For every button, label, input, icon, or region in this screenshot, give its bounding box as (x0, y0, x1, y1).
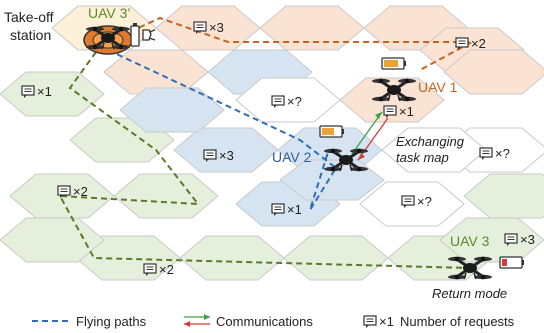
request-badge: ×2 (143, 262, 174, 277)
hex-green-7 (179, 235, 285, 281)
labels: Take-off station UAV 3’ UAV 1 UAV 2 Exch… (4, 5, 507, 301)
comm-arrow-red (357, 117, 389, 161)
svg-text:×2: ×2 (73, 184, 88, 199)
hex-orange-6 (339, 77, 445, 123)
svg-text:×3: ×3 (209, 20, 224, 35)
request-badge: ×2 (57, 184, 88, 199)
request-badge: ×2 (455, 36, 486, 51)
request-badge: ×1 (383, 104, 414, 119)
uav3-label: UAV 3 (450, 233, 490, 249)
request-badge: ×? (479, 146, 510, 161)
request-badge: ×1 (271, 202, 302, 217)
svg-text:×?: ×? (287, 94, 302, 109)
uav1-label: UAV 1 (418, 79, 458, 95)
request-badge: ×3 (203, 148, 234, 163)
request-badge: ×1 (21, 84, 52, 99)
svg-text:×?: ×? (495, 146, 510, 161)
legend-requests-label: Number of requests (400, 314, 515, 329)
flying-paths (58, 16, 473, 269)
takeoff-station (83, 23, 156, 55)
hex-orange-1 (155, 5, 261, 51)
hex-green-4 (113, 173, 219, 219)
plug-icon (142, 29, 156, 41)
green-flying-path (58, 51, 471, 269)
legend-requests-count: ×1 (379, 314, 394, 329)
uav2-label: UAV 2 (272, 149, 312, 165)
exchanging-label: Exchanging (396, 134, 465, 149)
request-badges: ×3 ×2 ×1 ×? ×1 ×? ×3 ×1 ×? ×2 ×2 ×3 (21, 20, 535, 277)
hex-blue-4 (119, 87, 225, 133)
battery-icon (130, 25, 140, 47)
takeoff-label: Take-off (4, 9, 54, 25)
request-badge: ×3 (193, 20, 224, 35)
task-map-label: task map (396, 150, 449, 165)
hex-orange-7 (443, 49, 544, 95)
uav3-prime-label: UAV 3’ (88, 5, 131, 21)
return-mode-label: Return mode (432, 286, 507, 301)
svg-text:×3: ×3 (219, 148, 234, 163)
hex-green-1 (0, 71, 105, 117)
svg-text:×?: ×? (417, 194, 432, 209)
svg-text:×2: ×2 (159, 262, 174, 277)
svg-text:×3: ×3 (520, 232, 535, 247)
legend-flying-paths: Flying paths (76, 314, 147, 329)
communication-arrows (351, 111, 389, 161)
uav1-group (370, 57, 418, 103)
station-label: station (10, 27, 51, 43)
hex-orange-2 (259, 5, 365, 51)
request-badge: ×3 (504, 232, 535, 247)
svg-text:×1: ×1 (37, 84, 52, 99)
svg-text:×1: ×1 (399, 104, 414, 119)
uav2-group (319, 125, 370, 173)
uav3-group (446, 255, 524, 281)
request-badge: ×? (271, 94, 302, 109)
orange-flying-path (111, 16, 473, 71)
hex-green-8 (283, 235, 389, 281)
hex-green-10 (439, 217, 544, 263)
legend-communications: Communications (216, 314, 313, 329)
svg-text:×2: ×2 (471, 36, 486, 51)
svg-text:×1: ×1 (287, 202, 302, 217)
comm-arrow-green (351, 111, 383, 155)
blue-flying-path (107, 49, 338, 211)
legend: Flying paths Communications ×1 Number of… (32, 314, 515, 329)
hex-green-5 (463, 173, 544, 219)
message-icon (363, 315, 377, 329)
request-badge: ×? (401, 194, 432, 209)
